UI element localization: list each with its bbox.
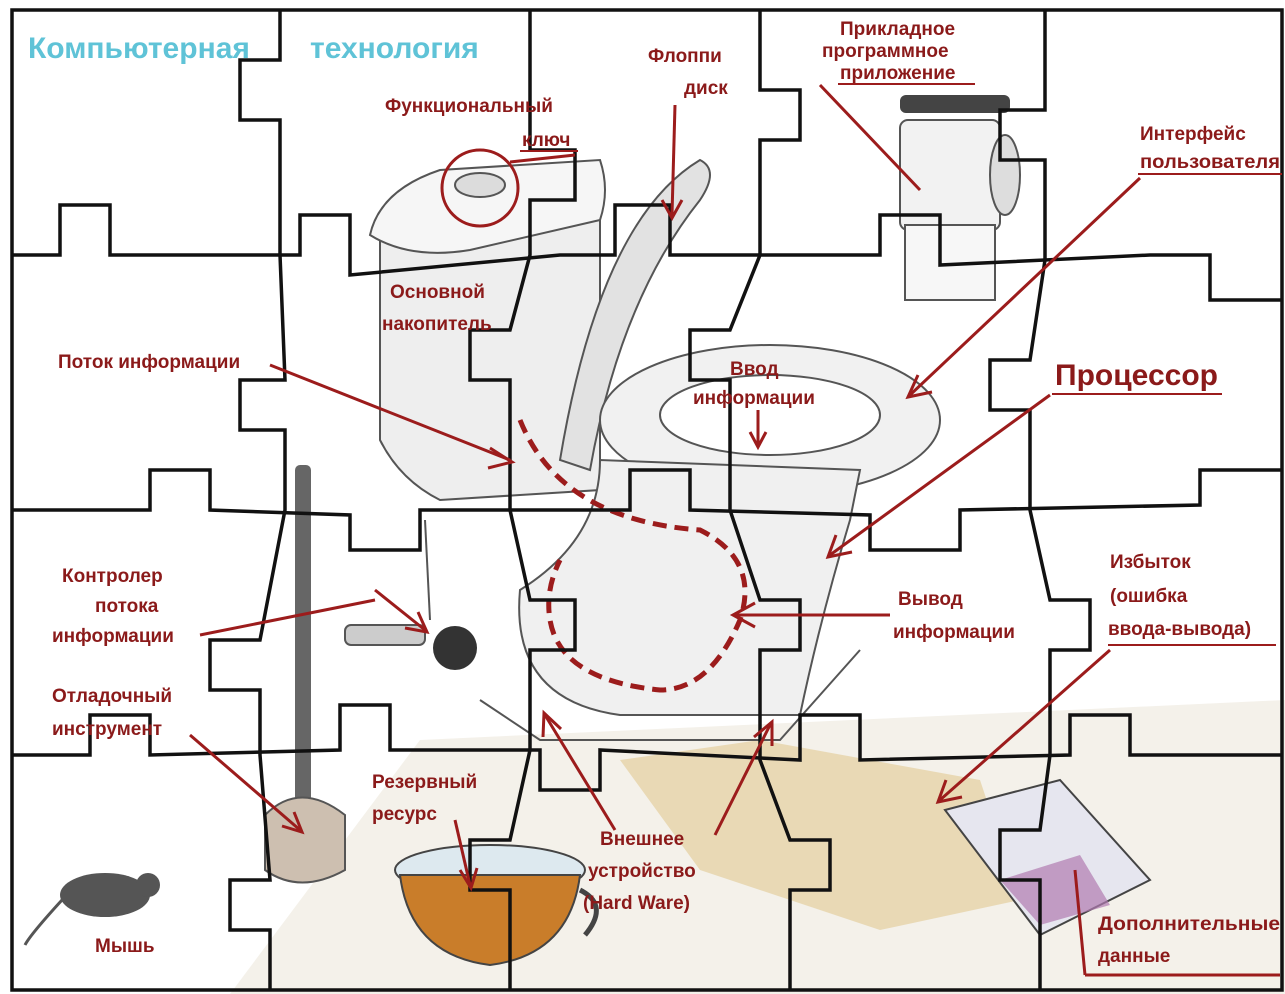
arrow-floppy bbox=[660, 104, 684, 222]
puzzle-v-line-2 bbox=[468, 10, 577, 990]
svg-text:Вывод: Вывод bbox=[898, 589, 963, 610]
arrow-additional bbox=[1073, 869, 1280, 977]
puzzle-h-line-3 bbox=[12, 703, 1282, 792]
svg-text:пользователя: пользователя bbox=[1140, 152, 1280, 173]
svg-text:программное: программное bbox=[822, 41, 949, 62]
svg-text:Внешнее: Внешнее bbox=[600, 829, 684, 850]
chamber-pot-icon bbox=[394, 844, 599, 967]
svg-text:Интерфейс: Интерфейс bbox=[1140, 124, 1246, 145]
svg-text:приложение: приложение bbox=[840, 63, 955, 84]
arrow-excess bbox=[935, 648, 1111, 805]
floor-puddle bbox=[620, 740, 1020, 930]
svg-text:данные: данные bbox=[1098, 946, 1170, 967]
svg-text:Поток информации: Поток информации bbox=[58, 352, 240, 373]
label-debug-tool: Отладочный инструмент bbox=[52, 686, 172, 740]
title-word-2: технология bbox=[310, 32, 479, 65]
svg-text:(ошибка: (ошибка bbox=[1110, 586, 1188, 607]
label-mouse: Мышь bbox=[95, 936, 155, 957]
arrow-reserve bbox=[453, 819, 479, 892]
puzzle-v-line-1 bbox=[208, 10, 287, 990]
arrow-flow-controller bbox=[199, 588, 430, 637]
svg-text:Ввод: Ввод bbox=[730, 359, 779, 380]
label-input: Ввод информации bbox=[693, 359, 815, 409]
svg-text:ресурс: ресурс bbox=[372, 804, 437, 825]
svg-text:Процессор: Процессор bbox=[1055, 359, 1218, 392]
arrow-external-2 bbox=[713, 718, 774, 836]
arrow-debug bbox=[189, 733, 305, 835]
svg-text:Функциональный: Функциональный bbox=[385, 96, 553, 117]
svg-text:Основной: Основной bbox=[390, 282, 485, 303]
svg-text:ввода-вывода): ввода-вывода) bbox=[1108, 619, 1251, 640]
toilet-illustration bbox=[344, 158, 941, 741]
svg-text:информации: информации bbox=[693, 388, 815, 409]
label-application: Прикладное программное приложение bbox=[822, 19, 975, 85]
mouse-icon bbox=[23, 873, 160, 946]
svg-text:потока: потока bbox=[95, 596, 159, 617]
label-function-key: Функциональный ключ bbox=[385, 96, 578, 152]
label-additional-data: Дополнительные данные bbox=[1098, 914, 1280, 967]
label-user-interface: Интерфейс пользователя bbox=[1138, 124, 1282, 175]
arrow-function-key bbox=[440, 148, 576, 228]
newspaper-icon bbox=[943, 778, 1152, 937]
svg-text:Контролер: Контролер bbox=[62, 566, 163, 587]
label-excess: Избыток (ошибка ввода-вывода) bbox=[1108, 552, 1276, 646]
label-output: Вывод информации bbox=[893, 589, 1015, 643]
arrow-output bbox=[729, 601, 890, 629]
label-info-flow: Поток информации bbox=[58, 352, 240, 373]
svg-text:ключ: ключ bbox=[522, 130, 570, 151]
arrow-info-flow bbox=[269, 363, 516, 470]
arrow-interface bbox=[905, 176, 1142, 400]
svg-text:Дополнительные: Дополнительные bbox=[1098, 914, 1280, 935]
svg-text:Мышь: Мышь bbox=[95, 936, 155, 957]
toilet-paper-icon bbox=[899, 95, 1021, 301]
svg-text:информации: информации bbox=[893, 622, 1015, 643]
puzzle-grid bbox=[10, 8, 1284, 992]
svg-text:диск: диск bbox=[684, 78, 728, 99]
svg-text:Флоппи: Флоппи bbox=[648, 46, 722, 67]
arrow-external-1 bbox=[541, 709, 617, 831]
svg-text:информации: информации bbox=[52, 626, 174, 647]
svg-text:(Hard Ware): (Hard Ware) bbox=[583, 893, 690, 914]
label-processor: Процессор bbox=[1052, 359, 1222, 395]
puzzle-v-line-3 bbox=[688, 10, 832, 990]
title: Компьютерная технология bbox=[28, 32, 479, 65]
svg-text:Резервный: Резервный bbox=[372, 772, 477, 793]
label-external-device: Внешнее устройство (Hard Ware) bbox=[583, 829, 696, 914]
arrows bbox=[189, 83, 1280, 977]
svg-text:накопитель: накопитель bbox=[382, 314, 492, 335]
label-main-storage: Основной накопитель bbox=[382, 282, 492, 335]
label-flow-controller: Контролер потока информации bbox=[52, 566, 174, 647]
puzzle-v-line-4 bbox=[988, 10, 1092, 990]
svg-text:Прикладное: Прикладное bbox=[840, 19, 955, 40]
label-reserve: Резервный ресурс bbox=[372, 772, 477, 825]
svg-text:инструмент: инструмент bbox=[52, 719, 162, 740]
label-floppy: Флоппи диск bbox=[648, 46, 728, 99]
arrow-input bbox=[748, 410, 768, 451]
svg-text:Отладочный: Отладочный bbox=[52, 686, 172, 707]
puzzle-border bbox=[10, 8, 1284, 992]
arrow-processor bbox=[825, 393, 1051, 560]
arrow-application bbox=[818, 83, 922, 192]
svg-text:Избыток: Избыток bbox=[1110, 552, 1191, 573]
title-word-1: Компьютерная bbox=[28, 32, 250, 65]
puzzle-h-line-2 bbox=[12, 468, 1282, 552]
svg-text:устройство: устройство bbox=[588, 861, 696, 882]
